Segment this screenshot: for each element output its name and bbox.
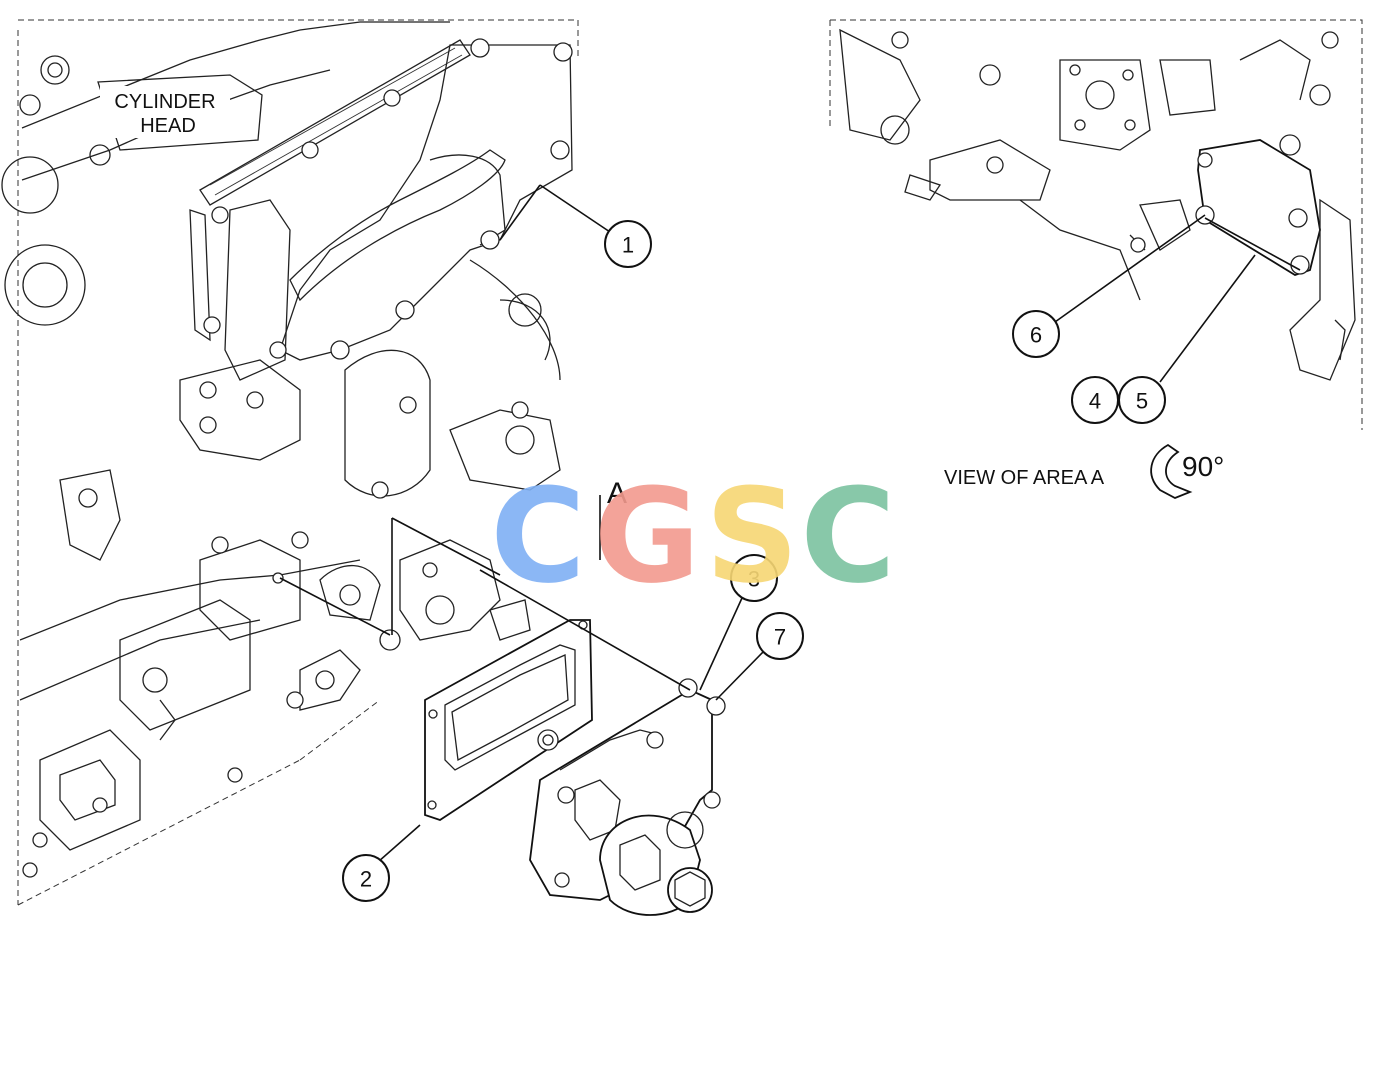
- cylinder-head-label: CYLINDER HEAD: [100, 86, 230, 138]
- callout-1-number: 1: [622, 233, 634, 258]
- engine-block-drawing: [1, 19, 601, 906]
- callout-4-number: 4: [1089, 389, 1101, 414]
- gasket-part-2: [424, 619, 593, 821]
- callout-3-number: 3: [748, 567, 760, 592]
- callout-7: 7: [756, 612, 804, 660]
- watermark-letter-4: C: [800, 460, 895, 612]
- view-caption-text: VIEW OF AREA A: [944, 467, 1105, 489]
- callout-4: 4: [1071, 376, 1119, 424]
- detail-leaders: [1054, 214, 1301, 383]
- callout-7-number: 7: [774, 625, 786, 650]
- callout-6: 6: [1012, 310, 1060, 358]
- watermark-letter-2: G: [594, 460, 701, 612]
- callout-2: 2: [342, 854, 390, 902]
- callout-5: 5: [1118, 376, 1166, 424]
- area-a-indicator: A: [391, 477, 627, 635]
- watermark-cgsc: C G S C: [490, 460, 895, 612]
- cylinder-head-label-line1: CYLINDER: [114, 91, 215, 113]
- callout-2-number: 2: [360, 867, 372, 892]
- detail-view-area-a: [829, 19, 1363, 430]
- assembly-leaders: [279, 184, 766, 863]
- housing-part-3: [529, 678, 726, 916]
- watermark-letter-1: C: [490, 460, 585, 612]
- watermark-letter-3: S: [705, 460, 799, 612]
- callout-6-number: 6: [1030, 323, 1042, 348]
- rotation-arrow-icon: [1150, 443, 1193, 499]
- view-caption: VIEW OF AREA A 90°: [944, 443, 1224, 499]
- callout-5-number: 5: [1136, 389, 1148, 414]
- cylinder-head-label-line2: HEAD: [140, 115, 196, 137]
- callout-3: 3: [730, 554, 778, 602]
- area-a-label: A: [607, 477, 627, 510]
- rotation-label: 90°: [1182, 451, 1224, 482]
- callout-1: 1: [604, 220, 652, 268]
